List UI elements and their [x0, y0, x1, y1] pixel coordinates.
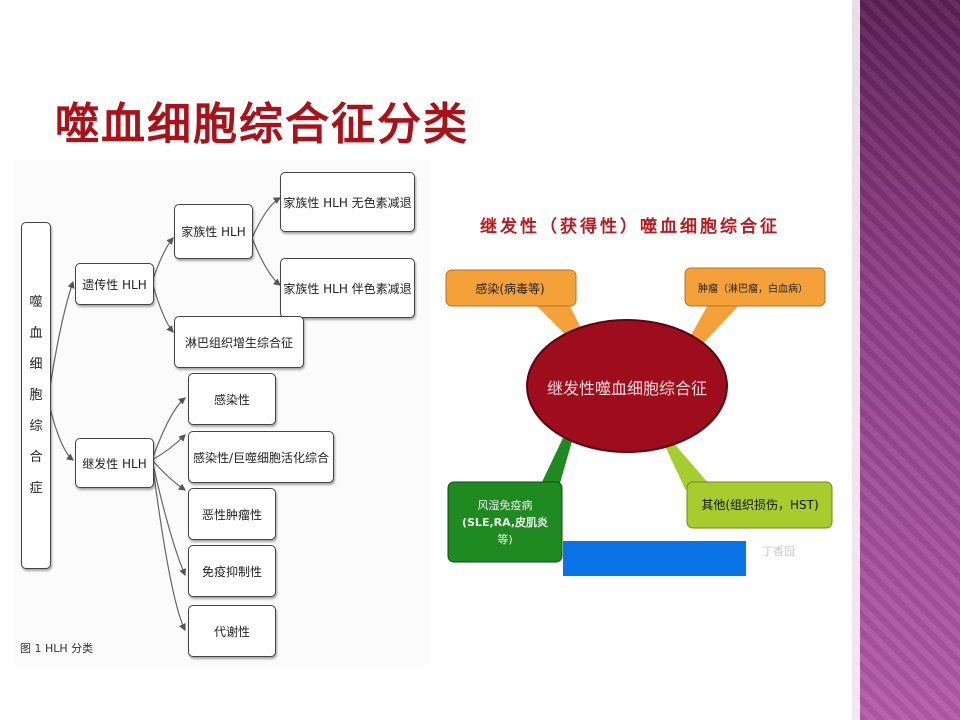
immunosuppressive-node: 免疫抑制性	[188, 545, 276, 597]
rheum-line-3: 等)	[497, 532, 513, 546]
rheum-callout-box	[447, 481, 563, 563]
root-char: 合	[29, 450, 43, 465]
tumor-callout-box	[684, 267, 826, 307]
figure-caption: 图 1 HLH 分类	[20, 642, 94, 655]
slide-title: 噬血细胞综合征分类	[55, 99, 469, 150]
tumor-callout: 肿瘤（淋巴瘤，白血病）	[698, 283, 808, 295]
other-callout: 其他(组织损伤，HST)	[701, 497, 819, 512]
infection-mas-node: 感染性/巨噬细胞活化综合	[188, 431, 334, 483]
side-panel-edge	[852, 0, 860, 720]
root-char: 噬	[29, 295, 43, 310]
familial-hlh-node: 家族性 HLH	[174, 204, 253, 259]
lymphoproliferative-node: 淋巴组织增生综合征	[174, 316, 304, 368]
other-callout-box	[686, 481, 833, 529]
rheum-line-2: (SLE,RA,皮肌炎	[461, 515, 549, 529]
root-char: 症	[29, 481, 43, 496]
infection-callout: 感染(病毒等)	[475, 281, 545, 296]
hereditary-hlh-node: 遗传性 HLH	[75, 263, 154, 305]
infection-node: 感染性	[188, 373, 276, 425]
root-char: 细	[29, 357, 43, 372]
decorative-side-panel	[852, 0, 960, 720]
root-char: 血	[29, 326, 43, 341]
root-char: 胞	[29, 388, 43, 403]
center-label: 继发性噬血细胞综合征	[546, 379, 707, 398]
malignant-node: 恶性肿瘤性	[188, 488, 276, 540]
root-char: 综	[29, 419, 43, 434]
root-node: 噬 血 细 胞 综 合 症	[21, 222, 51, 569]
rheum-callout: 风湿免疫病 (SLE,RA,皮肌炎 等)	[449, 484, 561, 560]
center-ellipse	[526, 319, 728, 453]
secondary-hlh-diagram	[445, 267, 833, 563]
metabolic-node: 代谢性	[188, 605, 276, 657]
secondary-hlh-node: 继发性 HLH	[75, 438, 154, 488]
blue-cover-block	[563, 541, 746, 576]
secondary-diagram-title: 继发性（获得性）噬血细胞综合征	[480, 217, 780, 237]
familial-no-pigment-node: 家族性 HLH 无色素减退	[280, 172, 415, 232]
familial-with-pigment-node: 家族性 HLH 伴色素减退	[280, 258, 415, 318]
infection-callout-box	[445, 269, 577, 307]
rheum-line-1: 风湿免疫病	[477, 498, 533, 512]
watermark: 丁香园	[762, 545, 795, 558]
